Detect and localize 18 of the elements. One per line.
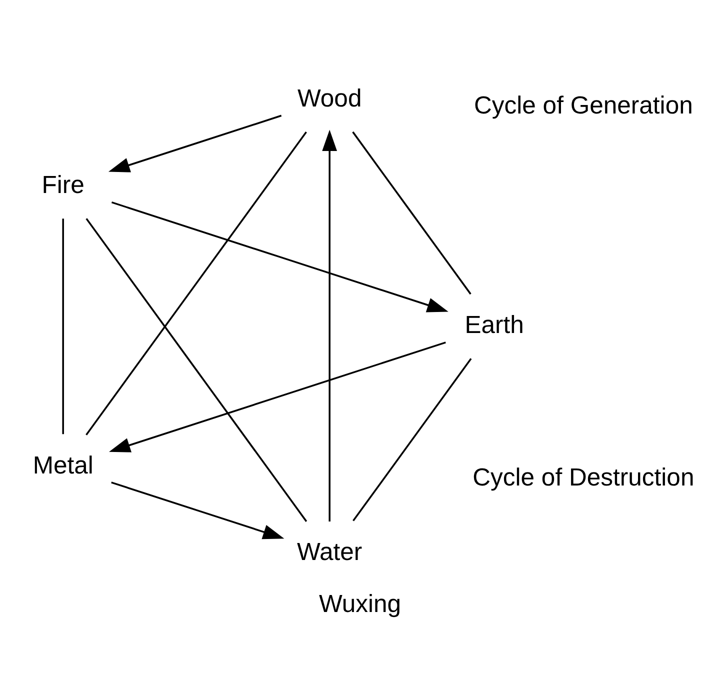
node-text: Water [297,538,362,566]
arrow [109,341,446,452]
arrow [322,129,338,521]
node-text: Metal [32,452,94,479]
node-text: Fire [42,172,84,199]
connector [86,218,308,522]
node-text: Wood [297,84,362,112]
connector [352,130,472,294]
caption: Wuxing [318,590,402,618]
label: Cycle of Generation [474,92,693,120]
arrow [108,114,282,172]
node-text: Earth [464,312,524,339]
arrow [111,481,284,539]
connector [352,358,472,521]
label: Cycle of Destruction [472,464,694,491]
arrow [111,201,448,312]
connector [62,218,64,434]
connector [86,131,307,435]
